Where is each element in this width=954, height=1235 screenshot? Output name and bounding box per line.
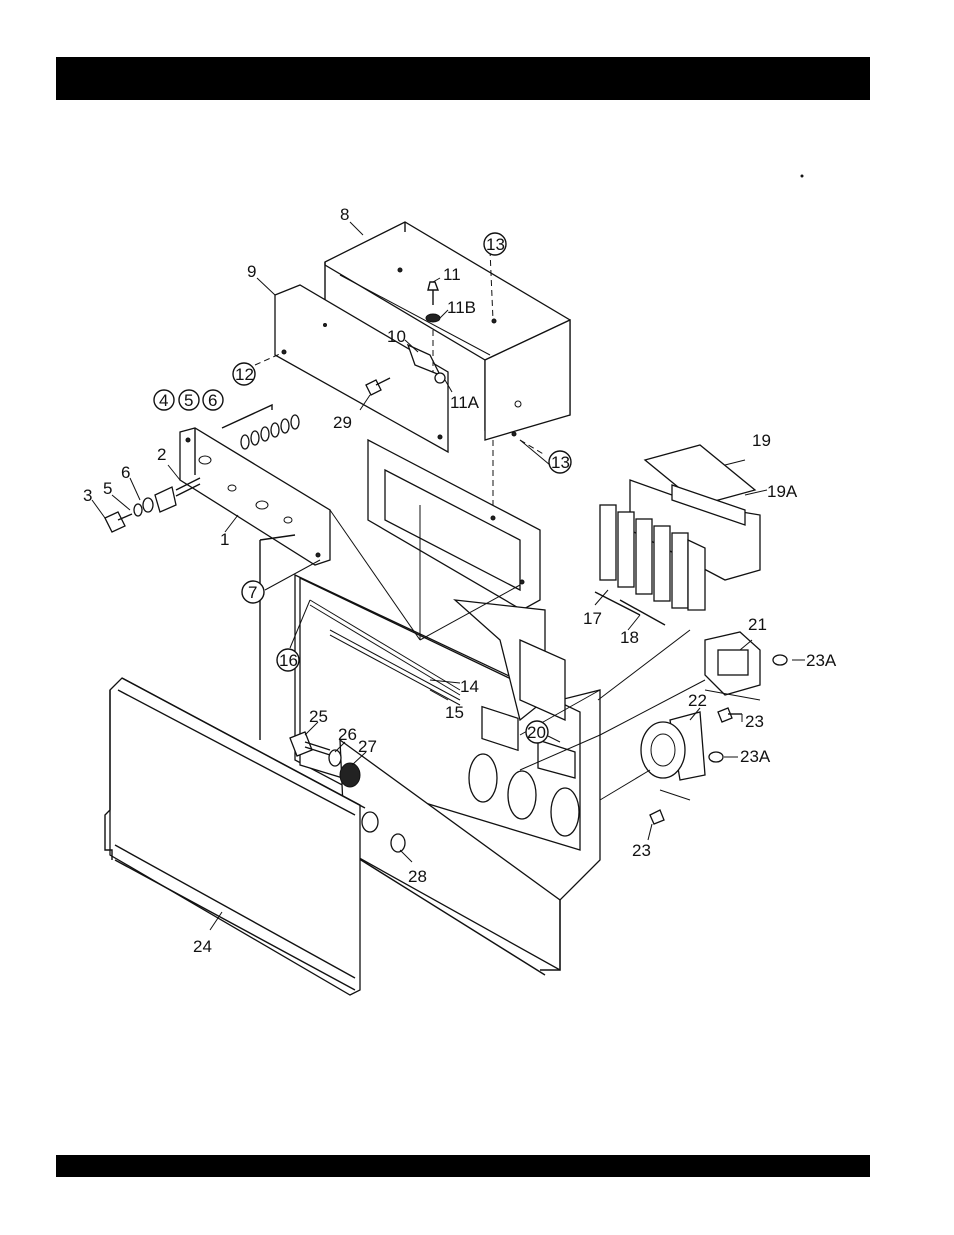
- callout-29: 29: [333, 413, 352, 432]
- callout-7: 7: [248, 583, 257, 602]
- callout-14: 14: [460, 677, 479, 696]
- callout-21: 21: [748, 615, 767, 634]
- callout-20: 20: [527, 723, 546, 742]
- callout-19: 19: [752, 431, 771, 450]
- callout-11b: 11B: [447, 298, 476, 317]
- terminal-block-1: [180, 428, 330, 565]
- callout-28: 28: [408, 867, 427, 886]
- callout-8: 8: [340, 205, 349, 224]
- callout-6-circled: 6: [208, 391, 217, 410]
- callout-19a: 19A: [767, 482, 798, 501]
- washer-stack: [222, 405, 299, 449]
- receptacle-22: [641, 712, 723, 824]
- callout-23-lower: 23: [632, 841, 651, 860]
- callout-17: 17: [583, 609, 602, 628]
- callout-15: 15: [445, 703, 464, 722]
- callout-5-circled: 5: [184, 391, 193, 410]
- callout-26: 26: [338, 725, 357, 744]
- callout-25: 25: [309, 707, 328, 726]
- callout-22: 22: [688, 691, 707, 710]
- callout-13-bottom: 13: [551, 453, 570, 472]
- callout-11a: 11A: [450, 393, 480, 412]
- callout-16: 16: [279, 651, 298, 670]
- callout-9: 9: [247, 262, 256, 281]
- callout-27: 27: [358, 737, 377, 756]
- stud-assembly: [105, 478, 200, 532]
- callout-18: 18: [620, 628, 639, 647]
- callout-13-top: 13: [486, 235, 505, 254]
- callout-1: 1: [220, 530, 229, 549]
- callout-2: 2: [157, 445, 166, 464]
- callout-5: 5: [103, 479, 112, 498]
- callout-6: 6: [121, 463, 130, 482]
- callout-23a-lower: 23A: [740, 747, 771, 766]
- breaker-assembly: [595, 445, 760, 625]
- callout-12: 12: [235, 365, 254, 384]
- callout-3: 3: [83, 486, 92, 505]
- callout-23-upper: 23: [745, 712, 764, 731]
- callout-10: 10: [387, 327, 406, 346]
- callout-23a-upper: 23A: [806, 651, 837, 670]
- callout-4: 4: [159, 391, 168, 410]
- callout-24: 24: [193, 937, 212, 956]
- callout-11: 11: [443, 265, 461, 284]
